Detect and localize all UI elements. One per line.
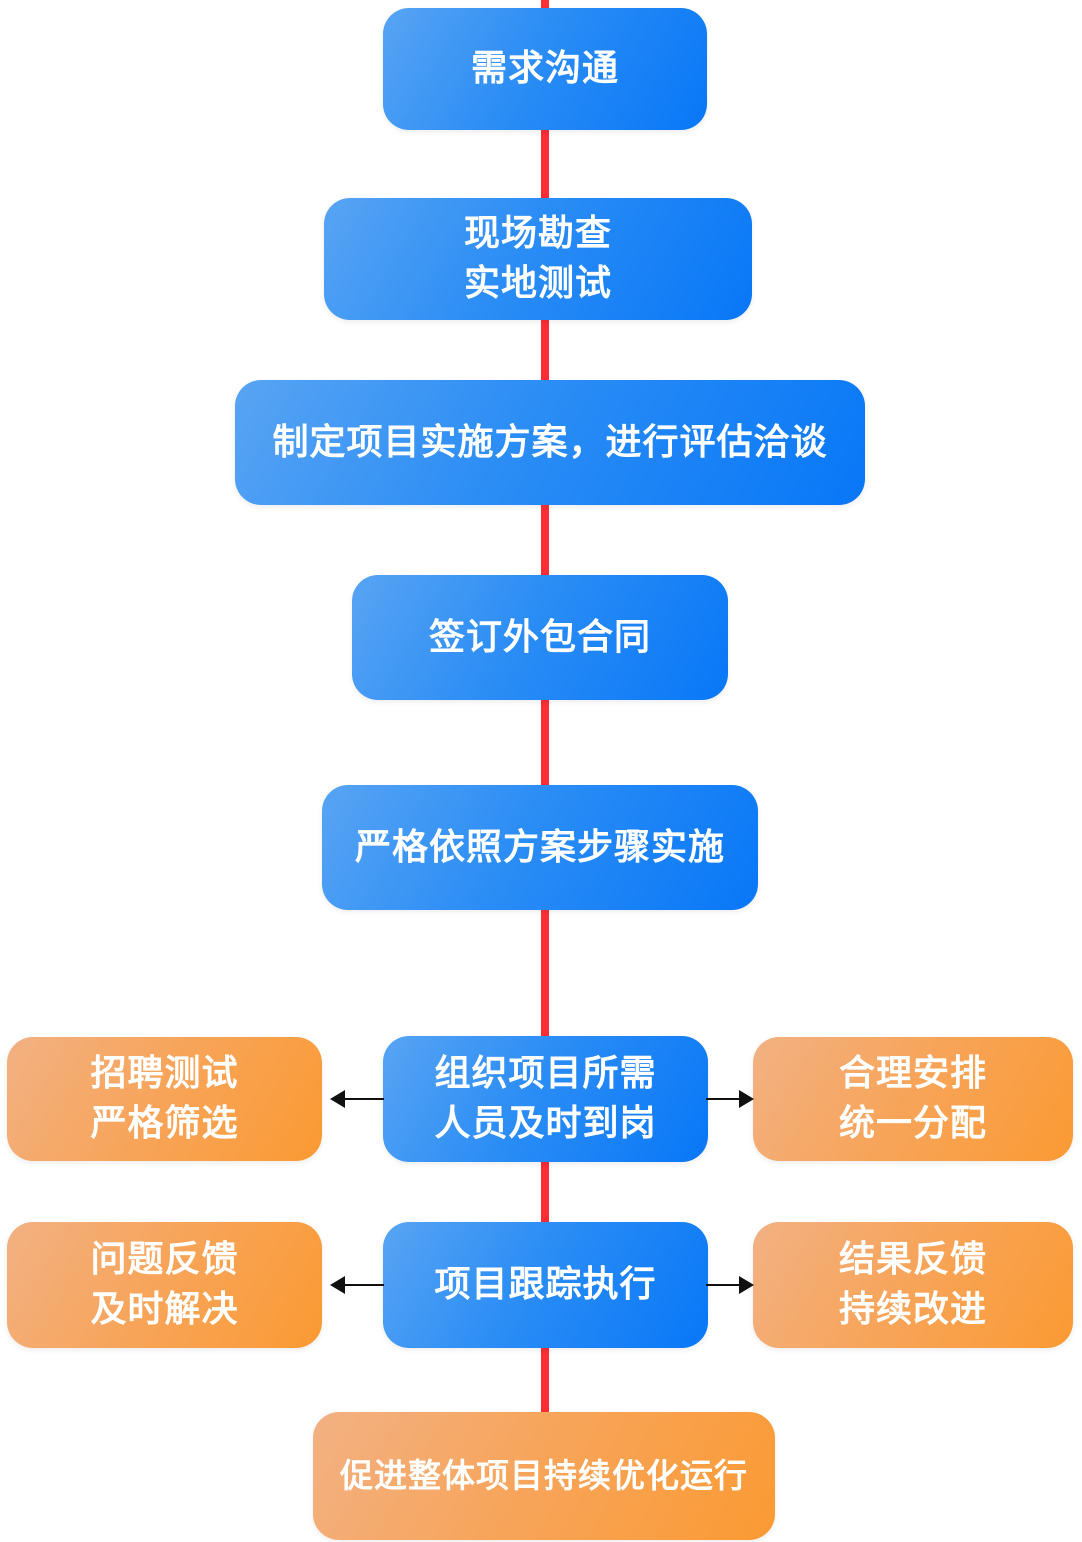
flow-node-organize-personnel: 组织项目所需 人员及时到岗	[383, 1036, 708, 1162]
arrow-shaft	[345, 1098, 384, 1100]
node-text-line2: 持续改进	[838, 1289, 987, 1330]
node-text: 需求沟通	[470, 48, 619, 89]
node-text: 签订外包合同	[428, 616, 651, 658]
flow-node-requirement-communication: 需求沟通	[383, 8, 707, 130]
flow-node-strict-implementation: 严格依照方案步骤实施	[322, 785, 758, 910]
flow-node-result-feedback: 结果反馈 持续改进	[753, 1222, 1073, 1348]
flow-node-implementation-plan: 制定项目实施方案，进行评估洽谈	[235, 380, 865, 505]
flow-node-recruitment-screening: 招聘测试 严格筛选	[7, 1037, 322, 1161]
node-text: 促进整体项目持续优化运行	[340, 1456, 748, 1495]
arrow-shaft	[706, 1284, 739, 1286]
node-text-line2: 人员及时到岗	[434, 1103, 657, 1144]
flow-node-sign-contract: 签订外包合同	[352, 575, 728, 700]
arrowhead-left-icon	[330, 1276, 345, 1294]
flow-node-arrangement-allocation: 合理安排 统一分配	[753, 1037, 1073, 1161]
node-text-line1: 现场勘查	[463, 213, 612, 254]
node-text-line2: 统一分配	[838, 1103, 987, 1144]
arrow-to-result-feedback-icon	[706, 1276, 754, 1294]
arrow-to-problem-feedback-icon	[330, 1276, 384, 1294]
node-text-line1: 组织项目所需	[434, 1053, 657, 1094]
arrow-to-recruitment-icon	[330, 1090, 384, 1108]
node-text-line2: 实地测试	[463, 263, 612, 304]
node-text-line1: 结果反馈	[838, 1239, 987, 1280]
flow-node-continuous-optimization: 促进整体项目持续优化运行	[313, 1412, 775, 1540]
arrow-to-allocation-icon	[706, 1090, 754, 1108]
node-text: 严格依照方案步骤实施	[354, 826, 725, 868]
main-flow-line	[541, 0, 549, 1415]
node-text-line1: 合理安排	[838, 1053, 987, 1094]
node-text-line1: 问题反馈	[90, 1239, 239, 1280]
flow-node-project-tracking: 项目跟踪执行	[383, 1222, 708, 1348]
arrowhead-right-icon	[739, 1090, 754, 1108]
node-text-line2: 及时解决	[90, 1289, 239, 1330]
arrow-shaft	[706, 1098, 739, 1100]
node-text-line1: 招聘测试	[90, 1053, 239, 1094]
arrowhead-left-icon	[330, 1090, 345, 1108]
arrow-shaft	[345, 1284, 384, 1286]
node-text: 项目跟踪执行	[434, 1264, 657, 1305]
flow-node-problem-feedback: 问题反馈 及时解决	[7, 1222, 322, 1348]
node-text-line2: 严格筛选	[90, 1103, 239, 1144]
node-text: 制定项目实施方案，进行评估洽谈	[272, 421, 828, 463]
arrowhead-right-icon	[739, 1276, 754, 1294]
flow-node-site-survey: 现场勘查 实地测试	[324, 198, 752, 320]
